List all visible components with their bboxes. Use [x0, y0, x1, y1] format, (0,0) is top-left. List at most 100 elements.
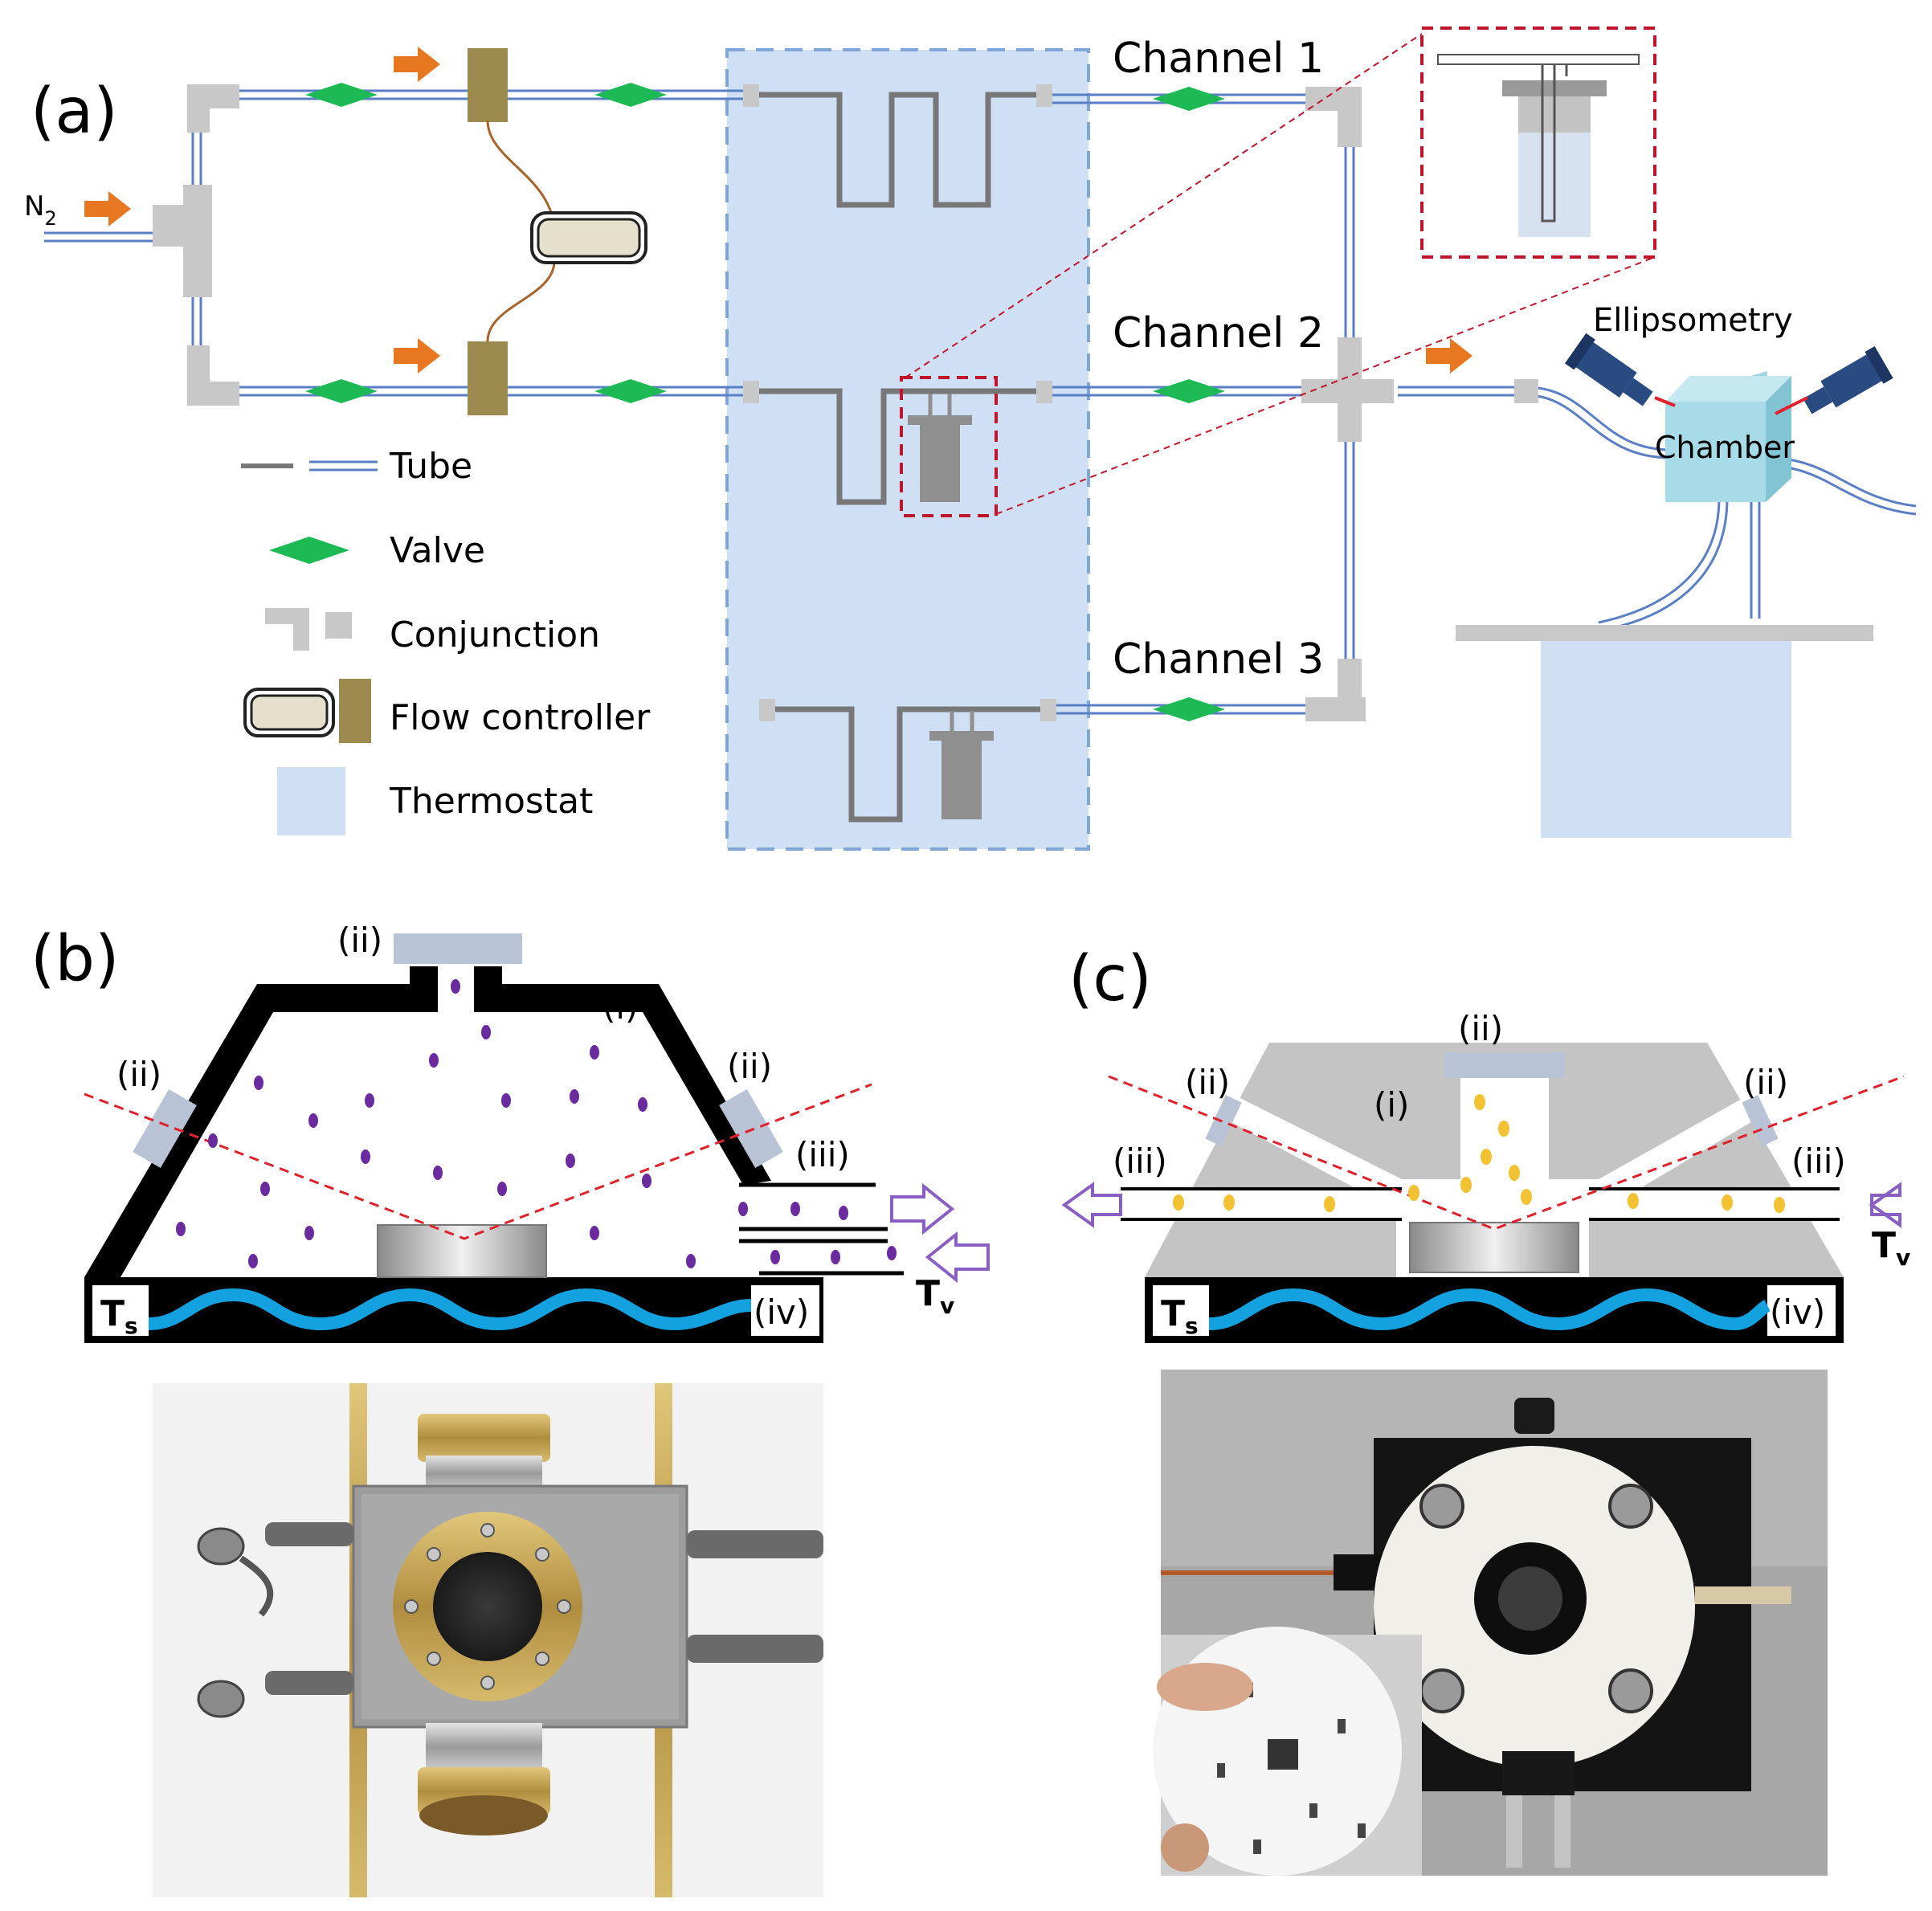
conjunction-top-left-h: [187, 84, 239, 108]
vapor-tubes: [739, 1182, 904, 1276]
water-channel-c: [1208, 1288, 1771, 1331]
flow-controller-block: [468, 48, 508, 122]
grey-tubes: [751, 92, 1044, 823]
panel-b-label: (b): [31, 923, 119, 995]
ts-label-b: Ts: [100, 1293, 138, 1339]
window-top-c: [1444, 1052, 1565, 1078]
i-label-b: (i): [602, 987, 638, 1027]
valve: [594, 379, 667, 403]
molecules-c: [1173, 1094, 1785, 1213]
window-left-c: [1205, 1095, 1242, 1146]
zoom-indicator: [900, 27, 1656, 517]
conjunction-cross-v: [1338, 337, 1362, 442]
legend-conjunction: Conjunction: [390, 615, 600, 655]
tv-label-c: Tv: [1872, 1225, 1910, 1271]
substrate: [377, 1224, 547, 1278]
chamber-wall-left: [84, 966, 438, 1277]
conjunction-ch1-v: [1338, 87, 1362, 147]
panel-c: (c) Ts (iv): [1061, 943, 1912, 1343]
conjunction-icon: [265, 608, 309, 651]
channel-2-label: Channel 2: [1113, 309, 1324, 357]
legend-tube: Tube: [389, 446, 472, 487]
ellipsometer-right-icon: [1803, 345, 1893, 414]
valve: [1153, 379, 1225, 403]
chamber: Chamber: [1456, 371, 1873, 838]
arrow-icon: [394, 338, 440, 374]
base-plate-c: [1145, 1277, 1844, 1343]
tv-label-b: Tv: [916, 1273, 954, 1319]
window-right-c: [1742, 1095, 1779, 1146]
panel-b: (b) Ts (iv): [31, 921, 990, 1343]
legend: Tube Valve Conjunction Flow controller T…: [241, 446, 651, 835]
outflow-arrow-icon-c: [1061, 1182, 1122, 1228]
water-channel: [148, 1288, 752, 1331]
iii-label-b: (iii): [795, 1135, 850, 1174]
photo-b: [153, 1383, 823, 1897]
ellipsometer-left-icon: [1564, 333, 1653, 406]
valves: [305, 83, 1225, 721]
window-right: [719, 1089, 783, 1168]
ts-label-c: Ts: [1161, 1293, 1199, 1339]
ii-label-c-left: (ii): [1185, 1063, 1230, 1102]
valve: [1153, 697, 1225, 721]
flow-controllers: [468, 48, 647, 415]
ii-label-b-left: (ii): [116, 1055, 161, 1094]
n2-label: N2: [24, 190, 57, 230]
flow-arrows: [84, 47, 1472, 374]
panel-a: (a): [24, 27, 1917, 851]
arrow-icon: [394, 47, 440, 82]
connector: [1040, 699, 1056, 721]
ii-label-c-top: (ii): [1458, 1009, 1503, 1048]
valve: [305, 379, 378, 403]
molecules-b: [176, 979, 897, 1268]
channel-1-label: Channel 1: [1113, 35, 1324, 83]
conjunctions: [153, 84, 1538, 721]
valve-icon: [269, 537, 349, 564]
conjunction-ch3-v: [1338, 659, 1362, 719]
connector: [1036, 84, 1052, 107]
ii-label-b-top: (ii): [337, 921, 382, 960]
channel-3-label: Channel 3: [1113, 635, 1324, 684]
connector: [759, 699, 775, 721]
thermostat-box: [725, 48, 1090, 851]
chamber-wall-right: [474, 966, 771, 1185]
valve: [1153, 87, 1225, 111]
thermostat-icon: [277, 767, 345, 835]
ellipsometry-label: Ellipsometry: [1593, 302, 1793, 339]
connector: [1036, 381, 1052, 403]
connector: [743, 381, 759, 403]
photo-c: [1153, 1370, 1828, 1876]
iii-label-c-left: (iii): [1113, 1141, 1167, 1181]
iii-label-c-right: (iii): [1791, 1141, 1846, 1181]
bubbler-ch3: [929, 711, 994, 819]
ii-label-c-right: (ii): [1743, 1063, 1788, 1102]
ellipsometry: Ellipsometry: [1564, 302, 1893, 415]
valve: [305, 83, 378, 107]
flow-controller-block: [468, 341, 508, 415]
panel-c-label: (c): [1068, 943, 1152, 1015]
window-top: [394, 933, 522, 964]
iv-label-c: (iv): [1770, 1292, 1825, 1332]
bubbler-ch2: [908, 394, 972, 502]
arrow-icon: [1426, 338, 1472, 374]
panel-a-label: (a): [31, 76, 118, 148]
inflow-arrow-icon: [925, 1231, 990, 1284]
window-left: [133, 1089, 197, 1168]
conjunction-chamber-in: [1514, 379, 1538, 403]
legend-valve: Valve: [390, 530, 485, 571]
legend-thermostat: Thermostat: [389, 781, 593, 822]
iv-label-b: (iv): [754, 1292, 809, 1332]
inflow-arrow-icon-c: [1869, 1182, 1901, 1228]
conjunction-t-left-v: [183, 185, 212, 297]
connector: [743, 84, 759, 107]
arrow-icon: [84, 191, 131, 227]
i-label-c: (i): [1374, 1085, 1409, 1125]
legend-flow-controller: Flow controller: [390, 697, 651, 738]
substrate-c: [1409, 1222, 1579, 1273]
conjunction-bot-left-h: [187, 382, 239, 406]
outflow-arrow-icon: [890, 1182, 955, 1235]
valve: [594, 83, 667, 107]
ii-label-b-right: (ii): [727, 1047, 772, 1086]
chamber-label: Chamber: [1655, 430, 1795, 465]
